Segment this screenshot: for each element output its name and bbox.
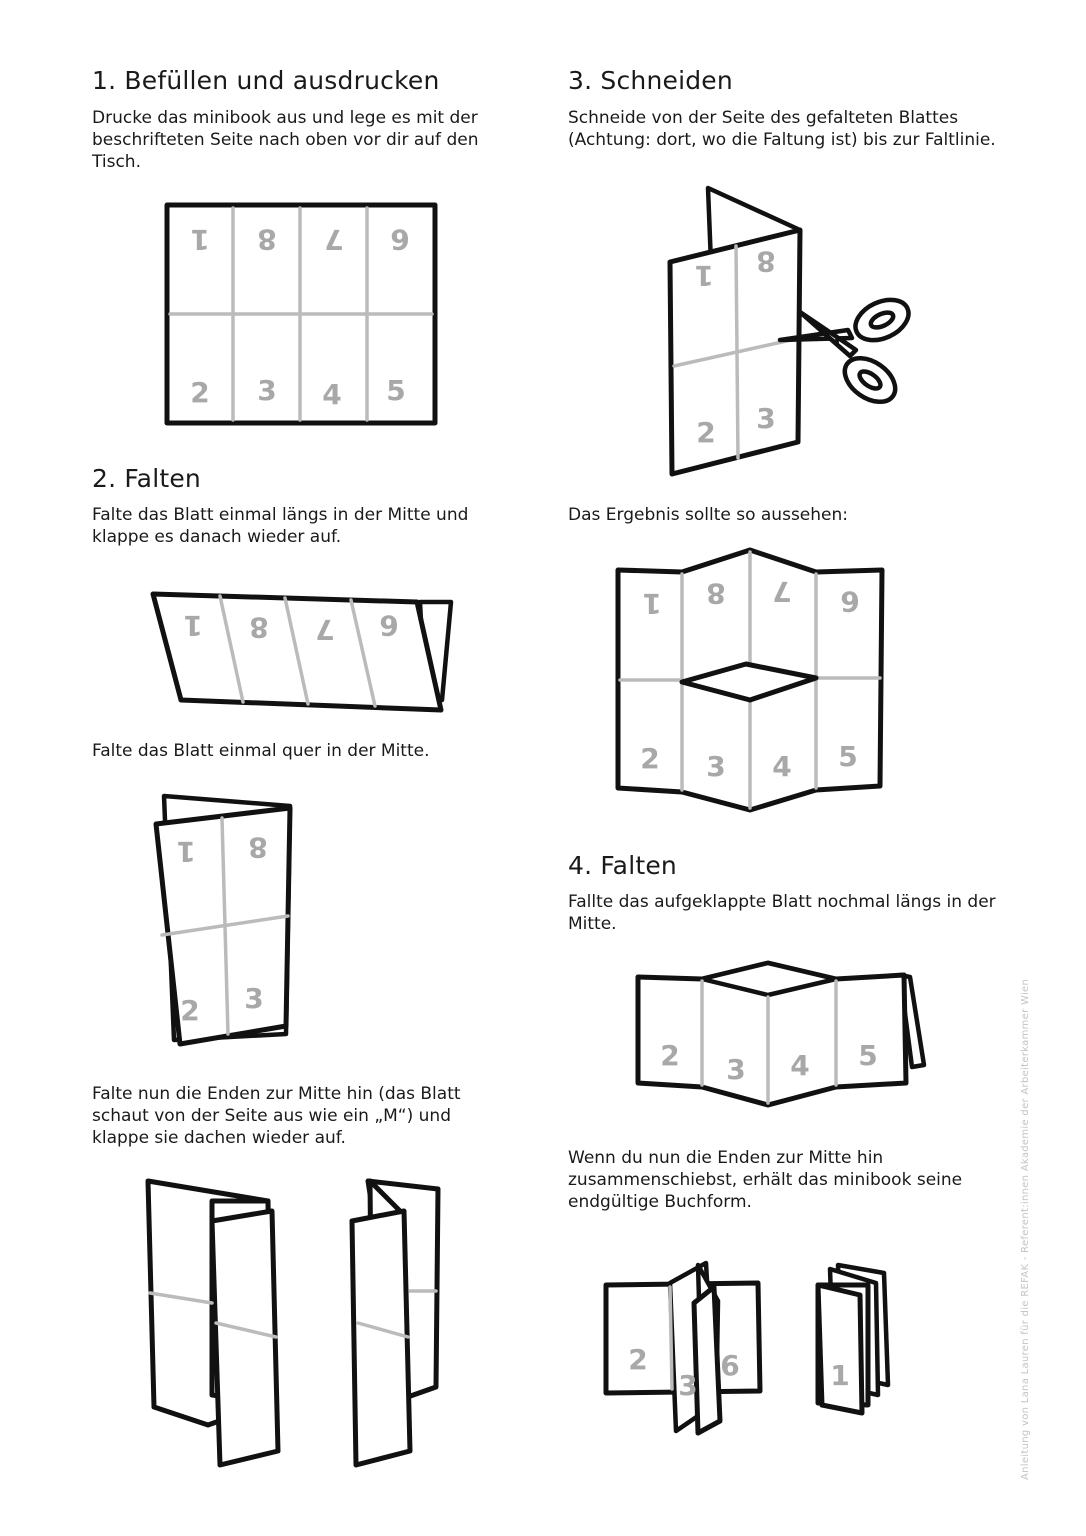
scissors-icon: [777, 297, 911, 405]
page-number: 1: [830, 1359, 849, 1392]
lengthwise-fold-illustration: 1 8 7 6: [150, 591, 454, 713]
page-number: 5: [858, 1039, 877, 1072]
page-number: 8: [248, 831, 267, 864]
step4-text-2: Wenn du nun die Enden zur Mitte hin zusa…: [568, 1148, 963, 1212]
step1-heading: 1. Befüllen und ausdrucken: [92, 66, 440, 95]
cut-result-illustration: 1 8 7 6 2 3 4 5: [615, 547, 885, 813]
page-number: 3: [678, 1369, 697, 1402]
credit-text: Anleitung von Lana Lauren für die REFAK …: [1020, 978, 1031, 1480]
page-number: 6: [390, 223, 409, 256]
page-number: 4: [790, 1049, 809, 1082]
page-number: 7: [772, 575, 791, 608]
page-number: 8: [706, 577, 725, 610]
page-number: 2: [628, 1343, 647, 1376]
flat-sheet-illustration: 1 8 7 6 2 3 4 5: [164, 202, 438, 426]
page-number: 6: [840, 585, 859, 618]
step2-text-3: Falte nun die Enden zur Mitte hin (das B…: [92, 1084, 461, 1148]
page-number: 5: [838, 740, 857, 773]
page-number: 1: [642, 587, 661, 620]
step4-text-1: Fallte das aufgeklappte Blatt nochmal lä…: [568, 892, 996, 934]
crosswise-fold-illustration: 1 8 2 3: [153, 793, 293, 1047]
page-number: 3: [257, 374, 276, 407]
step2-text-2: Falte das Blatt einmal quer in der Mitte…: [92, 741, 430, 761]
page-number: 7: [324, 223, 343, 256]
page-number: 2: [660, 1039, 679, 1072]
page-number: 6: [720, 1349, 739, 1382]
final-book-illustration: 2 3 6 1: [603, 1260, 891, 1436]
step3-text-2: Das Ergebnis sollte so aussehen:: [568, 505, 848, 525]
page-number: 3: [726, 1053, 745, 1086]
page-number: 5: [386, 374, 405, 407]
page-number: 1: [176, 835, 195, 868]
step3-text-1: Schneide von der Seite des gefalteten Bl…: [568, 108, 996, 150]
page-number: 8: [756, 245, 775, 278]
step2-text-1: Falte das Blatt einmal längs in der Mitt…: [92, 505, 469, 547]
second-lengthwise-fold-illustration: 2 3 4 5: [635, 960, 927, 1108]
step3-heading: 3. Schneiden: [568, 66, 733, 95]
page-number: 2: [640, 742, 659, 775]
page-number: 4: [772, 750, 791, 783]
page-number: 1: [694, 259, 713, 292]
page-number: 2: [190, 376, 209, 409]
page-number: 3: [244, 982, 263, 1015]
step2-heading: 2. Falten: [92, 464, 201, 493]
step4-heading: 4. Falten: [568, 851, 677, 880]
page-number: 6: [379, 609, 398, 642]
page-number: 3: [756, 402, 775, 435]
page-number: 7: [315, 613, 334, 646]
page-number: 4: [322, 378, 341, 411]
page-number: 3: [706, 750, 725, 783]
page-number: 2: [180, 994, 199, 1027]
m-fold-illustration: [145, 1178, 441, 1468]
cut-illustration: 1 8 2 3: [667, 185, 911, 477]
page-number: 1: [183, 609, 202, 642]
page-number: 1: [190, 223, 209, 256]
page-number: 8: [249, 611, 268, 644]
step1-text: Drucke das minibook aus und lege es mit …: [92, 108, 479, 172]
page-number: 2: [696, 416, 715, 449]
page-number: 8: [257, 223, 276, 256]
